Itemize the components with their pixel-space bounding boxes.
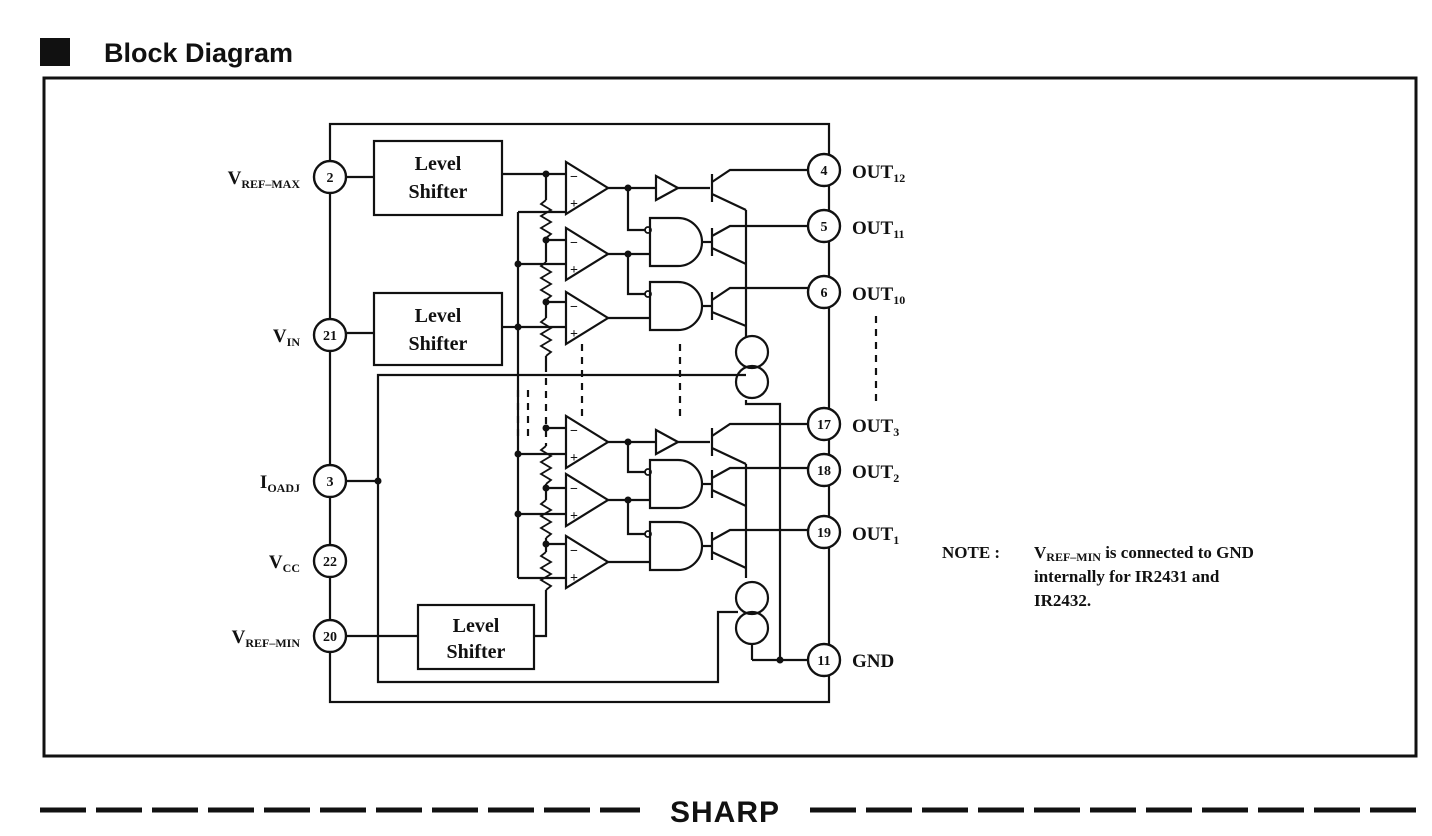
- svg-text:+: +: [570, 197, 578, 212]
- svg-text:4: 4: [821, 164, 828, 179]
- diagram-frame: [42, 76, 1418, 758]
- pin-vcc: 22 VCC: [269, 543, 348, 579]
- pin-ioadj: 3 IOADJ: [260, 463, 348, 499]
- svg-text:21: 21: [323, 329, 337, 344]
- pin-gnd: 11 GND: [806, 642, 894, 678]
- level-shifter-1: Level Shifter: [372, 139, 504, 217]
- svg-text:11: 11: [817, 654, 830, 669]
- svg-text:Shifter: Shifter: [409, 181, 468, 203]
- svg-text:19: 19: [817, 526, 831, 541]
- transistor-icon: [710, 168, 808, 664]
- resistor-ladder: [514, 199, 682, 591]
- pin-vref-max: 2 VREF–MAX: [228, 159, 348, 195]
- svg-text:18: 18: [817, 464, 831, 479]
- level-shifter-3: Level Shifter: [416, 603, 536, 671]
- svg-text:+: +: [570, 571, 578, 586]
- pin-out12: 4 OUT12: [806, 152, 905, 188]
- svg-text:−: −: [570, 170, 578, 185]
- svg-text:−: −: [570, 482, 578, 497]
- svg-text:VCC: VCC: [269, 552, 300, 575]
- pin-out3: 17 OUT3: [806, 406, 899, 442]
- svg-text:−: −: [570, 544, 578, 559]
- svg-text:OUT3: OUT3: [852, 416, 899, 439]
- svg-text:+: +: [570, 451, 578, 466]
- svg-text:3: 3: [327, 475, 334, 490]
- svg-text:6: 6: [821, 286, 828, 301]
- svg-text:VREF–MIN is connected to GND: VREF–MIN is connected to GND: [1034, 543, 1254, 564]
- svg-text:GND: GND: [852, 651, 894, 672]
- svg-text:VREF–MAX: VREF–MAX: [228, 168, 301, 191]
- svg-text:−: −: [570, 424, 578, 439]
- svg-text:OUT2: OUT2: [852, 462, 899, 485]
- svg-text:OUT1: OUT1: [852, 524, 899, 547]
- and-gate-icon: [608, 188, 712, 572]
- buffer-icon: [608, 174, 710, 456]
- page-title: Block Diagram: [104, 38, 293, 68]
- pin-out10: 6 OUT10: [806, 274, 905, 310]
- note: NOTE : VREF–MIN is connected to GND inte…: [942, 543, 1254, 610]
- pin-vref-min: 20 VREF–MIN: [232, 618, 348, 654]
- svg-text:VIN: VIN: [273, 326, 300, 349]
- svg-text:IR2432.: IR2432.: [1034, 591, 1091, 610]
- svg-text:Level: Level: [453, 615, 500, 637]
- current-source-icon: [734, 334, 780, 662]
- svg-text:OUT12: OUT12: [852, 162, 905, 185]
- comparator-icon: − + − + − + − + − + − +: [564, 160, 611, 590]
- pin-out1: 19 OUT1: [806, 514, 899, 550]
- svg-text:22: 22: [323, 555, 337, 570]
- chip-outline: [328, 122, 831, 704]
- svg-text:+: +: [570, 509, 578, 524]
- svg-text:Shifter: Shifter: [409, 333, 468, 355]
- svg-text:Shifter: Shifter: [447, 641, 506, 663]
- svg-text:internally for IR2431 and: internally for IR2431 and: [1034, 567, 1220, 586]
- note-label: NOTE :: [942, 543, 1000, 562]
- svg-text:5: 5: [821, 220, 828, 235]
- svg-text:−: −: [570, 236, 578, 251]
- pin-vin: 21 VIN: [273, 317, 348, 353]
- svg-text:OUT10: OUT10: [852, 284, 905, 307]
- svg-text:20: 20: [323, 630, 337, 645]
- pin-out2: 18 OUT2: [806, 452, 899, 488]
- brand-logo: SHARP: [670, 796, 780, 829]
- svg-text:OUT11: OUT11: [852, 218, 905, 241]
- svg-text:Level: Level: [415, 153, 462, 175]
- svg-text:+: +: [570, 327, 578, 342]
- level-shifter-2: Level Shifter: [372, 291, 504, 367]
- svg-text:VREF–MIN: VREF–MIN: [232, 627, 301, 650]
- svg-text:−: −: [570, 300, 578, 315]
- svg-text:IOADJ: IOADJ: [260, 472, 300, 495]
- svg-text:+: +: [570, 263, 578, 278]
- svg-text:17: 17: [817, 418, 831, 433]
- pin-out11: 5 OUT11: [806, 208, 905, 244]
- title-square-icon: [40, 38, 70, 66]
- svg-text:2: 2: [327, 171, 334, 186]
- svg-text:Level: Level: [415, 305, 462, 327]
